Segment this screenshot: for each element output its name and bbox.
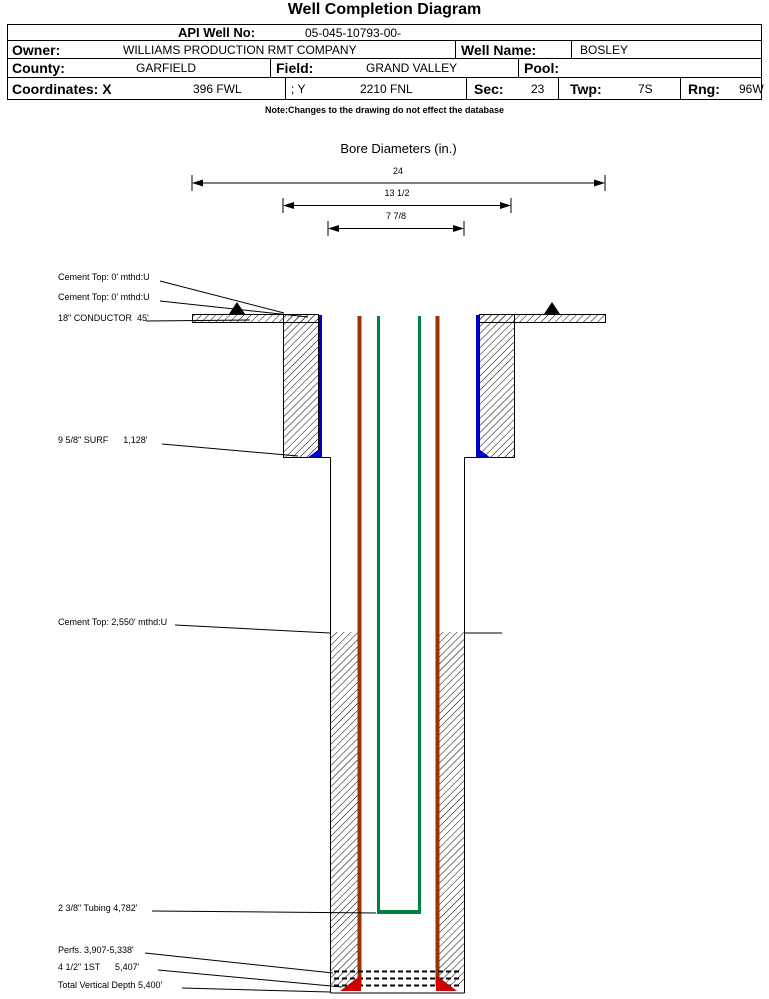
field-label: Field: [276, 60, 314, 76]
column-divider [518, 59, 519, 77]
sec-value: 23 [531, 81, 545, 96]
leader-lines [144, 280, 377, 993]
bore-diameters-title: Bore Diameters (in.) [340, 141, 457, 156]
table-row-api: API Well No: 05-045-10793-00- [8, 25, 761, 41]
rng-value: 96W [739, 81, 764, 96]
coordinates-label: Coordinates: X [12, 80, 112, 97]
annotation-total-depth: Total Vertical Depth 5,400' [58, 980, 163, 990]
annotation-cement-top-3: Cement Top: 2,550' mthd:U [58, 617, 168, 627]
column-divider [466, 78, 467, 99]
annotation-production-casing: 4 1/2" 1ST 5,407' [58, 962, 140, 972]
twp-value: 7S [638, 81, 653, 96]
well-name-value: BOSLEY [580, 42, 629, 57]
annotation-surface-casing: 9 5/8" SURF 1,128' [58, 435, 148, 445]
owner-label: Owner: [12, 41, 61, 58]
column-divider [455, 41, 456, 58]
casing-shoe-right [476, 447, 491, 458]
annotation-conductor: 18" CONDUCTOR 45' [58, 313, 149, 323]
perf-shoe-left [340, 975, 361, 991]
dimension-13-1-2 [282, 198, 512, 213]
cement-top-marker-right [544, 302, 560, 314]
perf-shoe-right [436, 975, 457, 991]
table-row-county: County: GARFIELD Field: GRAND VALLEY Poo… [8, 59, 761, 78]
owner-value: WILLIAMS PRODUCTION RMT COMPANY [123, 42, 357, 57]
coordinate-y-label: ; Y [291, 81, 306, 96]
lower-cement-left [331, 632, 358, 985]
well-info-table: API Well No: 05-045-10793-00- Owner: WIL… [7, 24, 764, 100]
pool-label: Pool: [524, 60, 559, 76]
dimension-label-7-7-8: 7 7/8 [385, 211, 407, 221]
api-value: 05-045-10793-00- [305, 25, 402, 40]
column-divider [571, 41, 572, 58]
perforations [334, 970, 461, 991]
column-divider [558, 78, 559, 99]
county-label: County: [12, 60, 65, 76]
annotation-tubing: 2 3/8" Tubing 4,782' [58, 903, 138, 913]
dimension-7-7-8 [327, 221, 465, 236]
dimension-label-24: 24 [392, 166, 403, 176]
twp-label: Twp: [570, 80, 602, 97]
dimension-24 [191, 175, 606, 191]
coordinate-y-value: 2210 FNL [360, 81, 413, 96]
field-value: GRAND VALLEY [366, 61, 458, 75]
tubing-string [377, 316, 421, 914]
table-row-owner: Owner: WILLIAMS PRODUCTION RMT COMPANY W… [8, 41, 761, 59]
annotation-perfs: Perfs. 3,907-5,338' [58, 945, 134, 955]
lower-cement-right [439, 632, 465, 985]
production-casing [357, 316, 440, 985]
surface-casing [307, 315, 491, 458]
casing-shoe-left [307, 447, 322, 458]
column-divider [680, 78, 681, 99]
column-divider [270, 59, 271, 77]
county-value: GARFIELD [136, 61, 197, 75]
dimension-label-13-1-2: 13 1/2 [384, 188, 410, 198]
column-divider [285, 78, 286, 99]
annotation-cement-top-2: Cement Top: 0' mthd:U [58, 292, 150, 302]
database-note: Note:Changes to the drawing do not effec… [264, 105, 505, 115]
sec-label: Sec: [474, 80, 504, 97]
well-name-label: Well Name: [461, 41, 537, 58]
page-title: Well Completion Diagram [287, 1, 482, 18]
cement-hatched-upper [192, 314, 606, 458]
coordinate-x-value: 396 FWL [193, 81, 242, 96]
table-row-coordinates: Coordinates: X 396 FWL ; Y 2210 FNL Sec:… [8, 78, 764, 99]
rng-label: Rng: [688, 80, 720, 97]
cement-top-marker-left [229, 302, 245, 314]
api-label: API Well No: [178, 25, 256, 40]
annotation-cement-top-1: Cement Top: 0' mthd:U [58, 272, 150, 282]
